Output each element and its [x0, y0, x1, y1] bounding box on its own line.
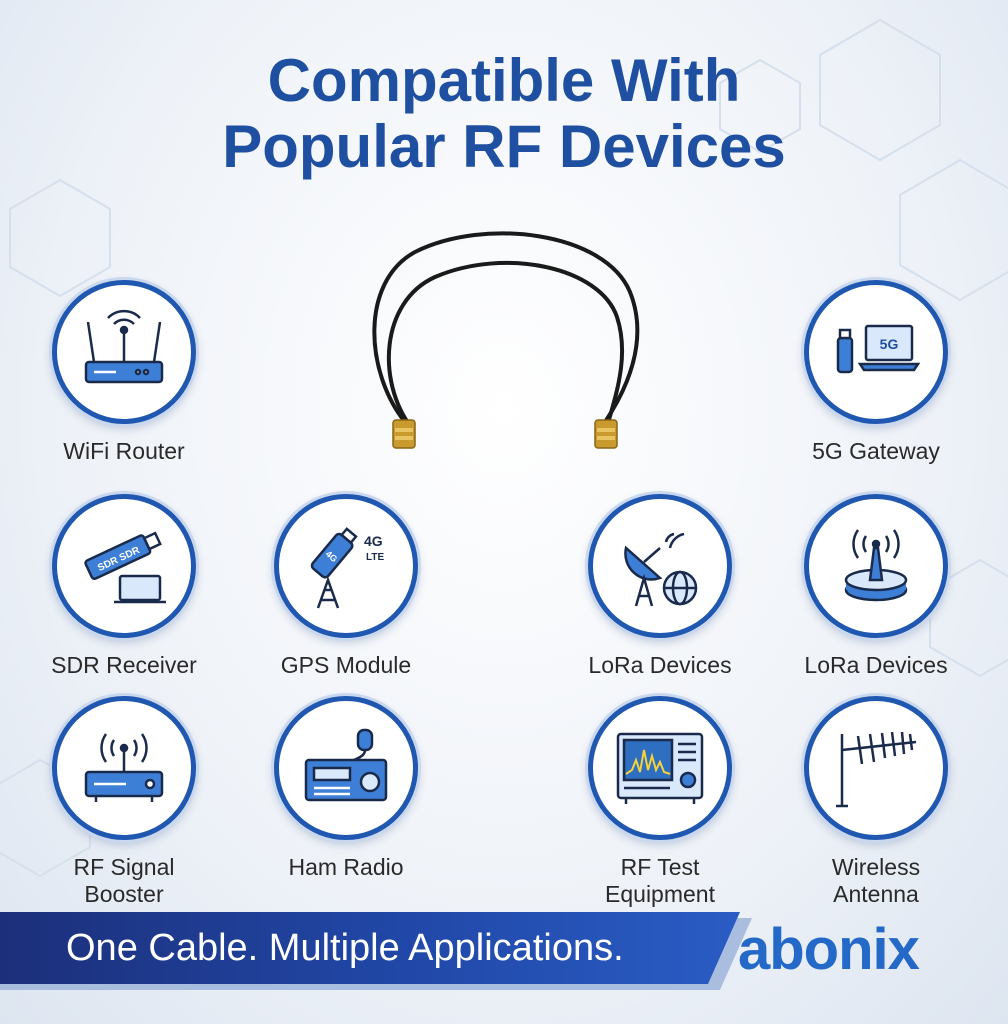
device-rf-test-equipment: RF Test Equipment [570, 696, 750, 908]
device-label: LoRa Devices [804, 652, 948, 678]
device-gps-module: 4G 4G LTE GPS Module [256, 494, 436, 679]
4g-lte-dongle-icon: 4G 4G LTE [310, 527, 384, 609]
device-lora-antenna: LoRa Devices [786, 494, 966, 679]
device-label: GPS Module [280, 652, 412, 678]
device-label: 5G Gateway [812, 438, 940, 464]
tagline-banner [0, 912, 740, 984]
device-label: RF Test Equipment [605, 854, 715, 907]
device-rf-signal-booster: RF Signal Booster [34, 696, 214, 908]
rf-test-equipment-icon [616, 732, 704, 804]
sdr-receiver-icon: SDR SDR [84, 531, 166, 604]
rf-cable-image [372, 231, 640, 449]
antenna-base-icon [844, 529, 908, 602]
satellite-dish-globe-icon [624, 532, 698, 607]
svg-text:5G: 5G [880, 336, 899, 352]
device-wireless-antenna: Wireless Antenna [786, 696, 966, 908]
sma-connector-right-icon [594, 419, 618, 449]
page-title: Compatible With Popular RF Devices [0, 48, 1008, 180]
device-label: Ham Radio [288, 854, 404, 880]
title-line-1: Compatible With [267, 47, 741, 114]
device-label: WiFi Router [63, 438, 185, 464]
device-5g-gateway: 5G 5G Gateway [786, 280, 966, 465]
signal-booster-icon [84, 733, 164, 802]
device-ham-radio: Ham Radio [256, 696, 436, 881]
ham-radio-icon [304, 728, 388, 802]
device-label: SDR Receiver [51, 652, 197, 678]
title-line-2: Popular RF Devices [222, 113, 786, 180]
5g-gateway-icon: 5G [836, 324, 921, 374]
sma-connector-left-icon [392, 419, 416, 449]
device-label: LoRa Devices [588, 652, 732, 678]
device-label: Wireless Antenna [831, 854, 921, 907]
wifi-router-icon [84, 309, 164, 384]
device-lora-dish: LoRa Devices [570, 494, 750, 679]
device-sdr-receiver: SDR SDR SDR Receiver [34, 494, 214, 679]
brand-logo: abonix [738, 917, 920, 982]
yagi-antenna-icon [836, 731, 917, 808]
device-label: RF Signal Booster [73, 854, 175, 907]
svg-text:LTE: LTE [366, 552, 384, 563]
tagline-text: One Cable. Multiple Applications. [66, 927, 624, 969]
device-wifi-router: WiFi Router [34, 280, 214, 465]
svg-text:4G: 4G [364, 533, 383, 549]
